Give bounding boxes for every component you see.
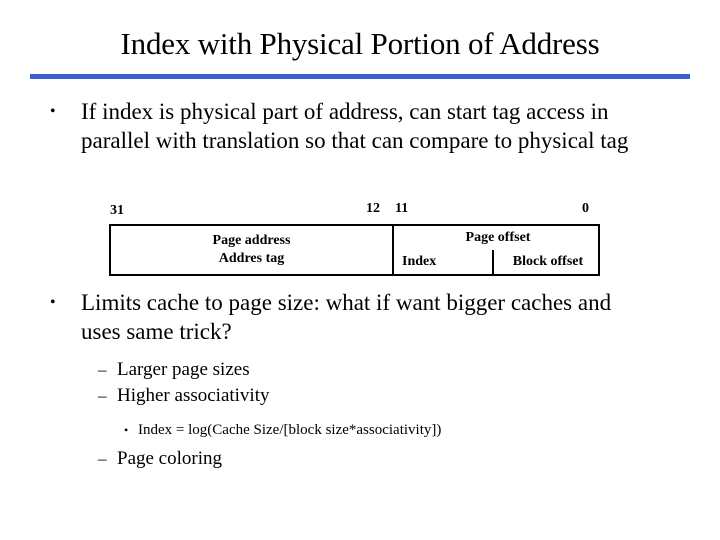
address-layout-diagram: 31 12 11 0 Page address Addres tag Page … bbox=[109, 198, 602, 280]
bullet-marker: – bbox=[98, 360, 107, 379]
formula-text: Index = log(Cache Size/[block size*assoc… bbox=[138, 422, 442, 438]
title-divider bbox=[30, 74, 690, 79]
sub-bullet-larger-page-sizes: –Larger page sizes bbox=[98, 357, 250, 383]
bullet-item-1: • If index is physical part of address, … bbox=[50, 97, 650, 155]
field-index: Index bbox=[394, 250, 494, 274]
address-tag-label: Addres tag bbox=[218, 251, 285, 266]
bullet-marker: • bbox=[50, 103, 56, 120]
block-offset-label: Block offset bbox=[512, 254, 584, 269]
sub-bullet-higher-associativity: –Higher associativity bbox=[98, 383, 270, 409]
field-block-offset: Block offset bbox=[494, 250, 602, 274]
page-offset-subfields: Index Block offset bbox=[394, 250, 602, 274]
bullet-text: Limits cache to page size: what if want … bbox=[81, 290, 612, 344]
sub-bullet-text: Page coloring bbox=[117, 448, 223, 469]
sub-bullet-text: Higher associativity bbox=[117, 385, 270, 406]
address-field-boxes: Page address Addres tag Page offset Inde… bbox=[109, 224, 600, 276]
sub-bullet-page-coloring: –Page coloring bbox=[98, 446, 222, 472]
page-offset-label: Page offset bbox=[465, 230, 531, 245]
bullet-marker: – bbox=[98, 386, 107, 405]
bullet-marker: • bbox=[124, 423, 129, 437]
index-label: Index bbox=[402, 254, 437, 269]
bit-label-31: 31 bbox=[110, 203, 124, 218]
bullet-item-2: • Limits cache to page size: what if wan… bbox=[50, 288, 650, 346]
bit-label-0: 0 bbox=[582, 201, 589, 216]
field-page-address: Page address Addres tag bbox=[111, 226, 394, 274]
bit-label-12: 12 bbox=[366, 201, 380, 216]
field-page-offset: Page offset Index Block offset bbox=[394, 226, 602, 274]
bullet-marker: – bbox=[98, 449, 107, 468]
bit-label-11: 11 bbox=[395, 201, 409, 216]
sub-bullet-text: Larger page sizes bbox=[117, 359, 250, 380]
page-address-label: Page address bbox=[212, 233, 291, 248]
page-title: Index with Physical Portion of Address bbox=[120, 26, 600, 61]
bullet-text: If index is physical part of address, ca… bbox=[81, 99, 629, 153]
sub-sub-bullet-index-formula: • Index = log(Cache Size/[block size*asso… bbox=[124, 420, 441, 441]
bullet-marker: • bbox=[50, 294, 56, 311]
